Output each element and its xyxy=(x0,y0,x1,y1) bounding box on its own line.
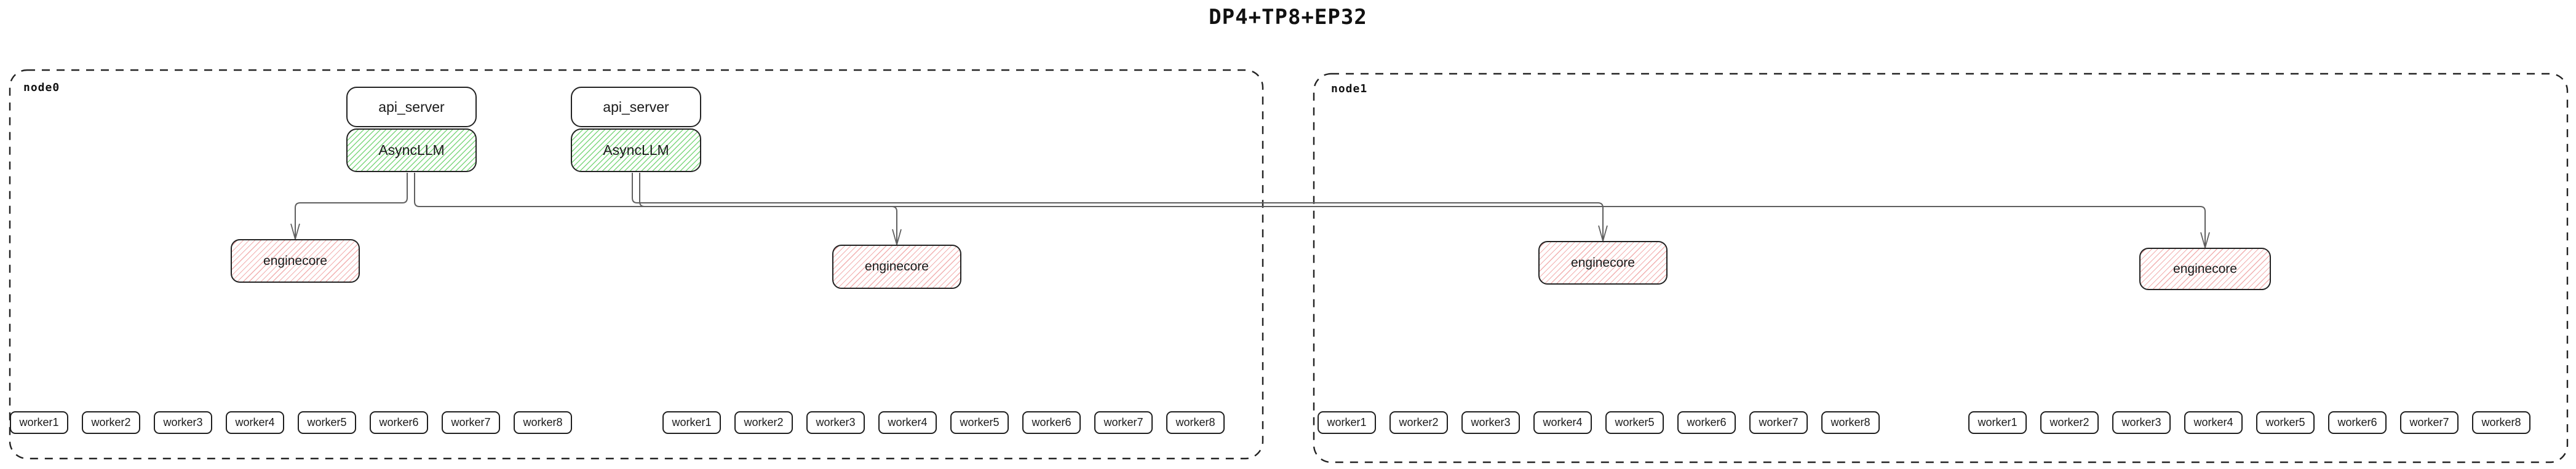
node1-label: node1 xyxy=(1331,82,1368,95)
worker-box: worker6 xyxy=(2328,411,2387,434)
worker-box: worker8 xyxy=(1166,411,1225,434)
node0-container xyxy=(9,69,1264,460)
worker-box: worker8 xyxy=(514,411,572,434)
worker-box: worker2 xyxy=(734,411,793,434)
worker-box: worker1 xyxy=(10,411,68,434)
node0-worker-row-1: worker1 worker2 worker3 worker4 worker5 worke… xyxy=(10,411,572,434)
worker-box: worker3 xyxy=(1461,411,1520,434)
worker-box: worker8 xyxy=(2472,411,2530,434)
enginecore-box-3: enginecore xyxy=(1538,241,1668,285)
worker-box: worker1 xyxy=(662,411,721,434)
worker-box: worker6 xyxy=(1022,411,1081,434)
worker-box: worker3 xyxy=(2112,411,2171,434)
worker-box: worker1 xyxy=(1318,411,1376,434)
edge-asyncllm2-enginecore4 xyxy=(639,173,2206,246)
worker-box: worker5 xyxy=(1605,411,1664,434)
node1-container xyxy=(1313,73,2569,463)
worker-box: worker4 xyxy=(1533,411,1592,434)
edge-asyncllm2-enginecore3 xyxy=(632,173,1604,239)
worker-box: worker2 xyxy=(82,411,140,434)
node1-worker-row-1: worker1 worker2 worker3 worker4 worker5 worke… xyxy=(1318,411,1880,434)
worker-box: worker6 xyxy=(370,411,428,434)
worker-box: worker5 xyxy=(298,411,356,434)
worker-box: worker7 xyxy=(442,411,500,434)
api-server-box-1: api_server xyxy=(346,87,477,127)
asyncllm-box-1: AsyncLLM xyxy=(346,128,477,172)
worker-box: worker7 xyxy=(1094,411,1153,434)
node1-worker-row-2: worker1 worker2 worker3 worker4 worker5 worke… xyxy=(1968,411,2530,434)
worker-box: worker4 xyxy=(878,411,937,434)
edge-asyncllm1-enginecore1 xyxy=(295,173,408,237)
edge-asyncllm1-enginecore2 xyxy=(414,173,897,243)
node0-worker-row-2: worker1 worker2 worker3 worker4 worker5 worke… xyxy=(662,411,1225,434)
worker-box: worker7 xyxy=(2400,411,2459,434)
worker-box: worker4 xyxy=(2184,411,2243,434)
worker-box: worker4 xyxy=(226,411,284,434)
worker-box: worker8 xyxy=(1821,411,1880,434)
diagram-title: DP4+TP8+EP32 xyxy=(1209,5,1367,30)
worker-box: worker7 xyxy=(1749,411,1808,434)
worker-box: worker3 xyxy=(154,411,212,434)
worker-box: worker2 xyxy=(2040,411,2099,434)
api-server-box-2: api_server xyxy=(571,87,701,127)
worker-box: worker5 xyxy=(2256,411,2315,434)
worker-box: worker1 xyxy=(1968,411,2027,434)
enginecore-box-4: enginecore xyxy=(2139,248,2271,290)
worker-box: worker6 xyxy=(1677,411,1736,434)
enginecore-box-2: enginecore xyxy=(832,245,961,289)
node0-label: node0 xyxy=(23,81,60,94)
worker-box: worker3 xyxy=(806,411,865,434)
asyncllm-box-2: AsyncLLM xyxy=(571,128,701,172)
enginecore-box-1: enginecore xyxy=(231,239,360,283)
worker-box: worker2 xyxy=(1389,411,1448,434)
worker-box: worker5 xyxy=(950,411,1009,434)
